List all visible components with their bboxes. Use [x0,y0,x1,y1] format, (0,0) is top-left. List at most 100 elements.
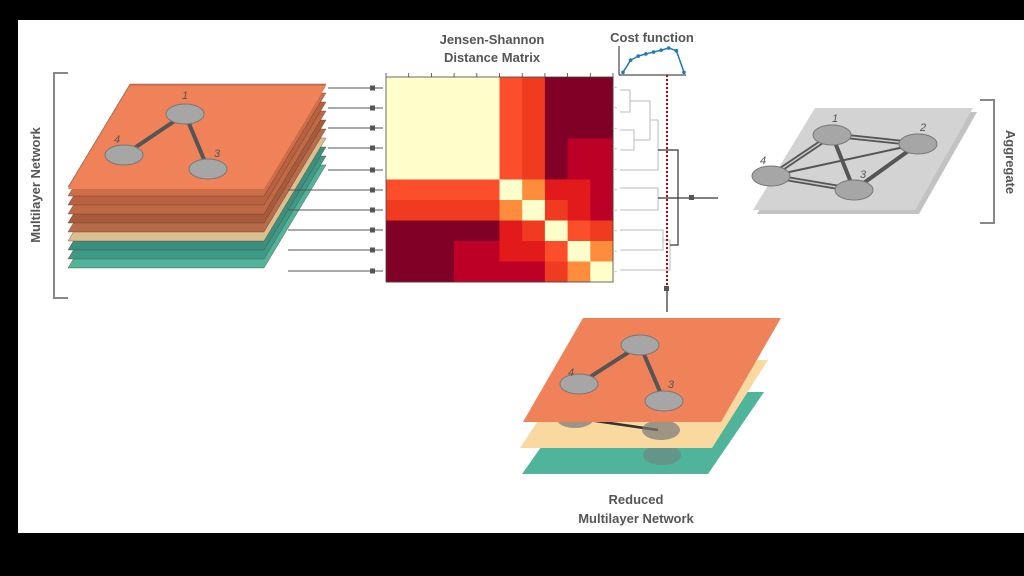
matrix-cell [499,241,523,262]
figure-canvas: Multilayer Network 1 4 3 Jensen-Shannon … [18,20,1024,533]
connector-marker [370,125,375,131]
cost-point [651,50,656,54]
matrix-cell [590,77,614,98]
matrix-cell [476,200,500,221]
matrix-cell [431,200,455,221]
cost-point [644,52,648,56]
matrix-cell [567,97,591,119]
matrix-cell [544,261,568,283]
matrix-cell [408,138,432,160]
matrix-cell [476,159,500,180]
matrix-cell [590,159,614,180]
matrix-cell [590,220,614,242]
matrix-cell [476,77,500,98]
matrix-cell [590,118,614,139]
matrix-cell [454,77,478,98]
aggregate-label: Aggregate [1003,130,1018,194]
matrix-cell [431,179,455,201]
matrix-cell [567,200,591,221]
matrix-cell [386,159,410,180]
matrix-cell [544,179,568,201]
cost-point [621,70,625,75]
reduced-node-3-label: 3 [668,379,675,391]
matrix-cell [476,118,500,139]
matrix-cell [431,241,455,262]
layer-connectors [288,85,383,274]
matrix-cell [522,77,546,98]
matrix-cell [408,77,432,98]
matrix-cell [386,97,410,119]
matrix-cell [522,118,546,139]
matrix-cell [499,220,523,242]
matrix-cell [454,138,478,160]
matrix-cell [499,261,523,283]
multilayer-network-label: Multilayer Network [28,126,43,242]
matrix-cell [386,77,410,98]
connector-marker [370,187,375,193]
cost-point [628,58,633,62]
matrix-cell [522,200,546,221]
matrix-cell [499,200,523,221]
matrix-cell [590,179,614,201]
node-4-label: 4 [114,134,120,146]
matrix-cell [590,97,614,119]
matrix-cell [476,261,500,283]
matrix-cell [431,77,455,98]
connector-marker [370,167,375,173]
distance-matrix [385,73,617,283]
node-3-label: 3 [214,148,221,160]
matrix-cell [476,220,500,242]
matrix-cell [544,97,568,119]
aggregate-node-1-label: 1 [832,113,838,125]
jsd-title-line1: Jensen-Shannon [440,32,545,47]
aggregate-connector [688,195,718,200]
matrix-cell [408,118,432,139]
aggregate-node-1 [812,124,852,146]
matrix-cell [544,220,568,242]
matrix-cell [522,159,546,180]
matrix-cell [544,138,568,160]
matrix-cell [590,261,614,283]
aggregate-bracket [980,99,995,224]
dendrogram [620,89,671,271]
connector-marker [370,268,375,274]
connector-marker [370,227,375,233]
matrix-cell [431,118,455,139]
matrix-cell [386,179,410,201]
matrix-cell [408,241,432,262]
matrix-cell [408,220,432,242]
cost-function-title: Cost function [610,30,694,45]
matrix-cell [408,159,432,180]
connector-marker [370,247,375,253]
cost-point [636,54,641,58]
matrix-cell [499,179,523,201]
jsd-title-line2: Distance Matrix [444,50,541,65]
matrix-cell [522,138,546,160]
node-4 [104,144,144,166]
node-1 [165,103,205,125]
matrix-cell [590,241,614,262]
reduced-node-1 [620,334,660,356]
connector-marker [370,207,375,213]
cost-point [666,46,671,50]
aggregate-node-2 [898,133,938,155]
matrix-cell [408,200,432,221]
aggregate-node-4-label: 4 [760,155,766,167]
cost-point [659,48,663,52]
matrix-cell [567,220,591,242]
node-3 [188,158,228,180]
matrix-cell [454,159,478,180]
matrix-cell [408,179,432,201]
node-1-label: 1 [182,90,188,102]
reduced-node-4 [559,373,599,395]
matrix-cell [454,200,478,221]
matrix-cell [499,77,523,98]
matrix-cell [408,261,432,283]
reduced-title-line2: Multilayer Network [578,511,694,526]
dendrogram-highlight [658,149,688,246]
matrix-cell [454,241,478,262]
matrix-cell [499,118,523,139]
reduced-title-line1: Reduced [609,492,664,507]
matrix-cell [476,138,500,160]
aggregate-node-3 [834,179,874,201]
